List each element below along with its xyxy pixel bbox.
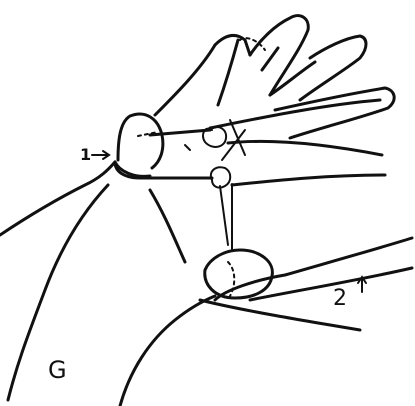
string bbox=[115, 120, 245, 250]
label-2: 2 bbox=[333, 286, 347, 311]
lower-finger bbox=[205, 238, 412, 300]
thumb bbox=[115, 114, 163, 176]
label-hand-g: G bbox=[48, 356, 67, 384]
index-finger bbox=[155, 35, 265, 115]
label-1-group: 1 bbox=[80, 145, 109, 164]
label-1: 1 bbox=[80, 145, 91, 164]
ring-finger bbox=[300, 36, 366, 100]
middle-finger bbox=[250, 16, 315, 95]
